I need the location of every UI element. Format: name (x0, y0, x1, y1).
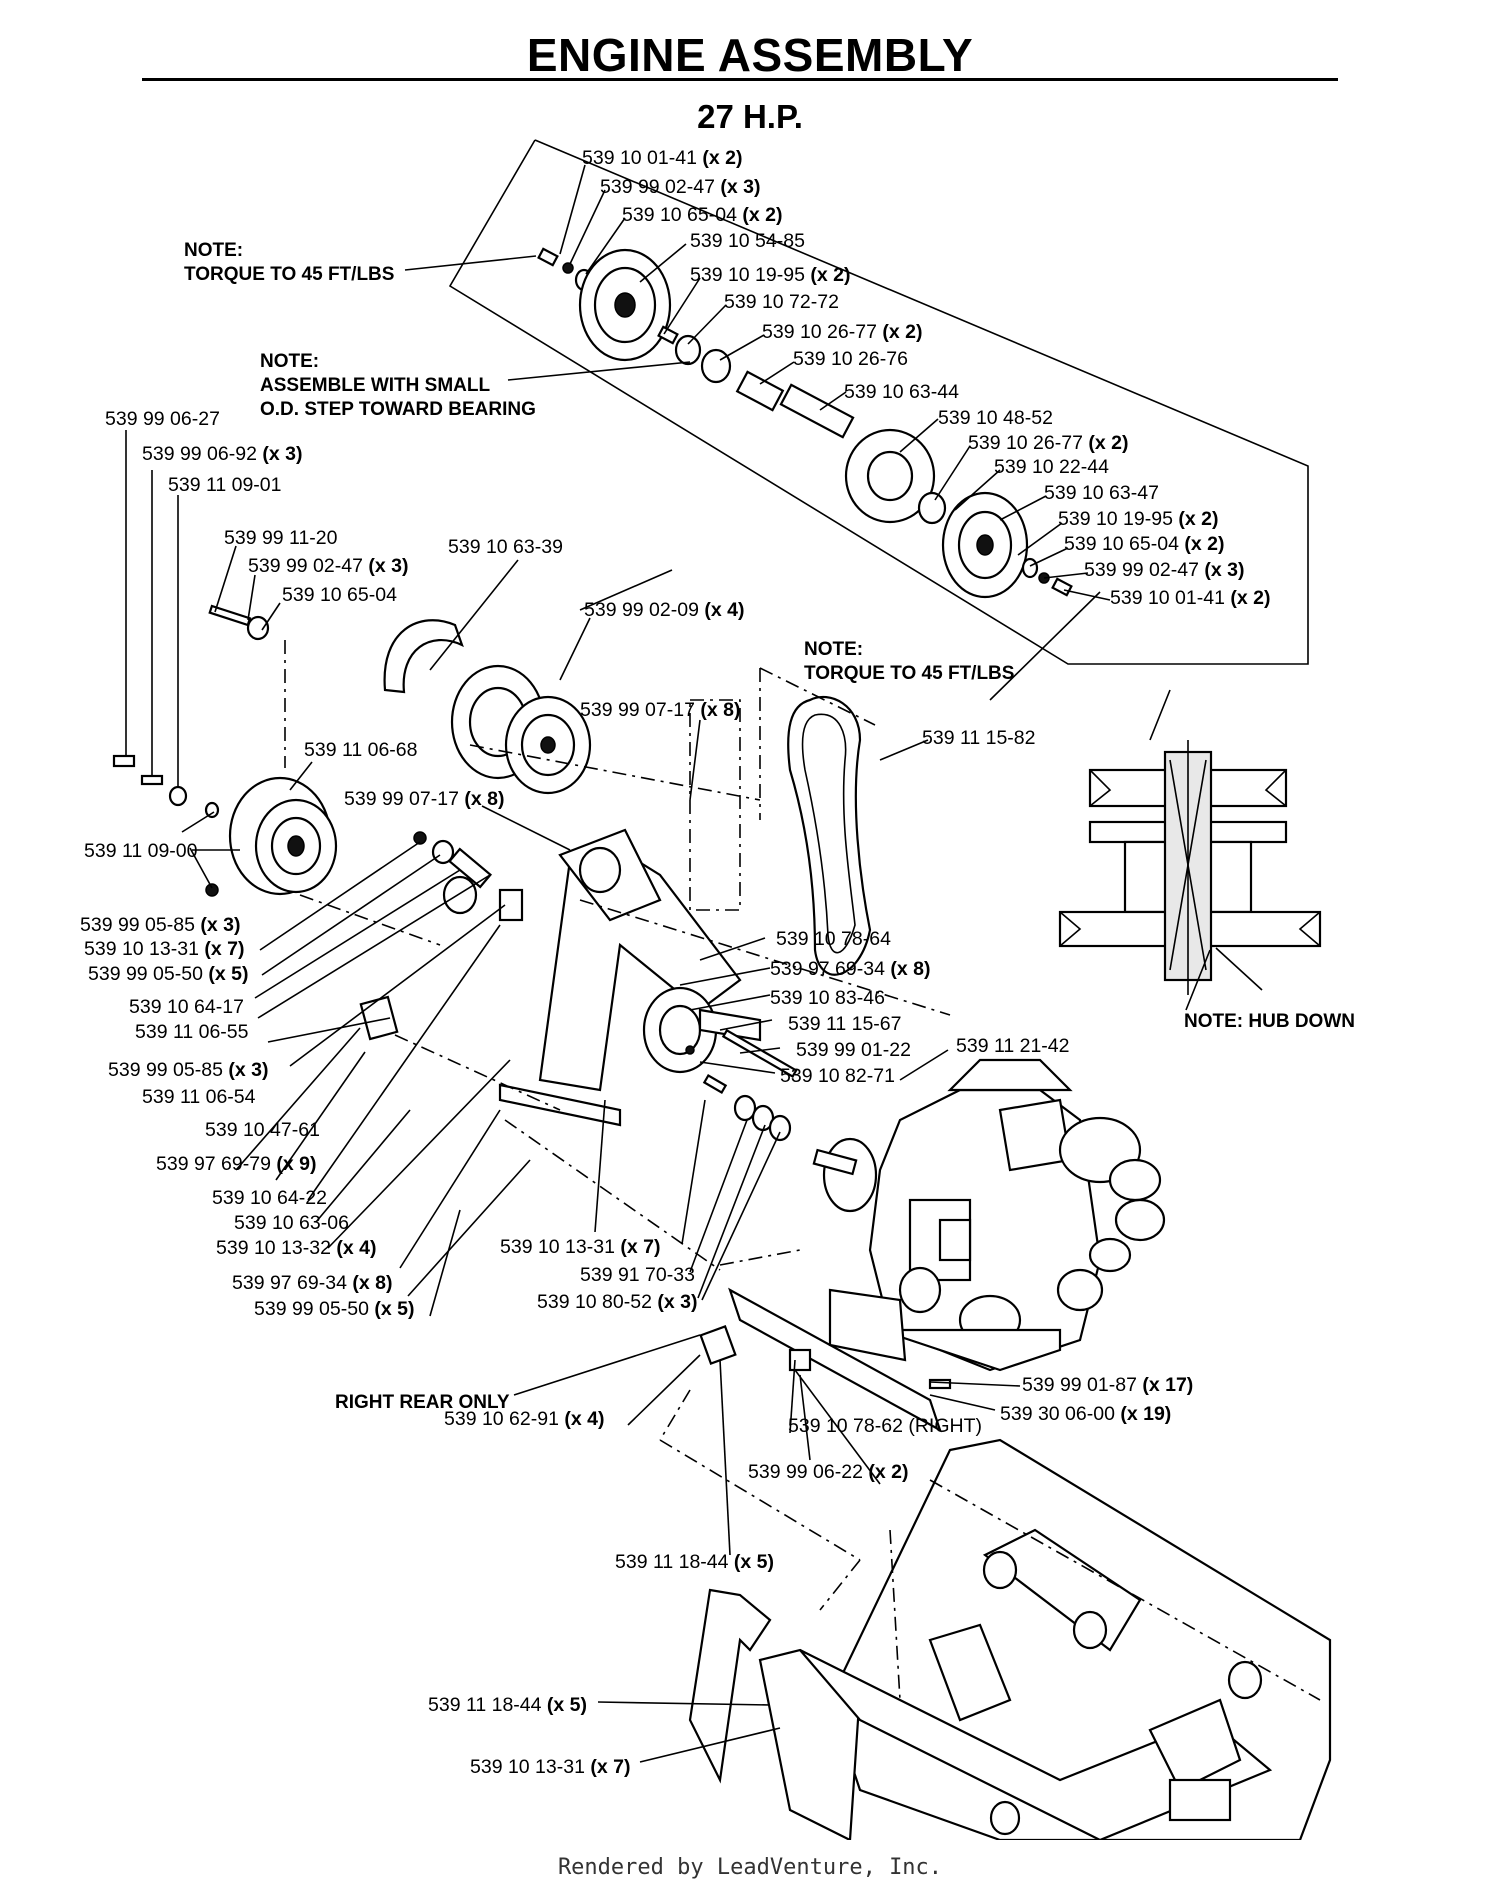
callout[interactable]: 539 99 05-85 (x 3) (108, 1059, 268, 1081)
note-torque-top-heading: NOTE: (184, 240, 243, 261)
callout[interactable]: 539 11 15-67 (788, 1013, 902, 1035)
exploded-view-diagram: NOTE: TORQUE TO 45 FT/LBS NOTE: ASSEMBLE… (80, 139, 1355, 1840)
callout[interactable]: 539 10 63-06 (234, 1212, 349, 1234)
callout[interactable]: 539 10 01-41 (x 2) (582, 147, 742, 169)
callout[interactable]: 539 10 63-44 (844, 381, 959, 403)
callout[interactable]: 539 99 06-27 (105, 408, 220, 430)
callout[interactable]: 539 10 13-31 (x 7) (84, 938, 244, 960)
callout[interactable]: 539 10 62-91 (x 4) (444, 1408, 604, 1430)
callout[interactable]: 539 10 64-22 (212, 1187, 327, 1209)
callout[interactable]: 539 10 26-76 (793, 348, 908, 370)
callout[interactable]: 539 99 11-20 (224, 527, 338, 549)
callout[interactable]: 539 10 13-31 (x 7) (470, 1756, 630, 1778)
callout[interactable]: 539 10 83-46 (770, 987, 885, 1009)
callout[interactable]: 539 11 21-42 (956, 1035, 1070, 1057)
hub-cross-section (1058, 689, 1322, 995)
callout[interactable]: 539 10 13-32 (x 4) (216, 1237, 376, 1259)
callout[interactable]: 539 10 13-31 (x 7) (500, 1236, 660, 1258)
clutch-assembly (112, 430, 338, 897)
callout[interactable]: 539 10 78-64 (776, 928, 891, 950)
callout[interactable]: 539 99 07-17 (x 8) (344, 788, 504, 810)
callout[interactable]: 539 10 63-47 (1044, 482, 1159, 504)
callout[interactable]: 539 99 01-22 (796, 1039, 911, 1061)
callout[interactable]: 539 99 07-17 (x 8) (580, 699, 740, 721)
callout[interactable]: 539 10 64-17 (129, 996, 244, 1018)
note-hub-down: NOTE: HUB DOWN (1184, 1011, 1355, 1032)
callout[interactable]: 539 10 19-95 (x 2) (1058, 508, 1218, 530)
part-callouts: 539 10 01-41 (x 2) 539 99 02-47 (x 3) 53… (80, 147, 1270, 1778)
callout[interactable]: 539 97 69-34 (x 8) (770, 958, 930, 980)
leader-lines (181, 164, 1211, 1763)
callout[interactable]: 539 99 02-09 (x 4) (584, 599, 744, 621)
callout[interactable]: 539 11 15-82 (922, 727, 1036, 749)
callout[interactable]: 539 99 05-85 (x 3) (80, 914, 240, 936)
callout[interactable]: 539 10 80-52 (x 3) (537, 1291, 697, 1313)
note-right-rear-only: RIGHT REAR ONLY (335, 1392, 510, 1413)
callout[interactable]: 539 99 06-22 (x 2) (748, 1461, 908, 1483)
callout[interactable]: 539 10 26-77 (x 2) (968, 432, 1128, 454)
callout[interactable]: 539 11 18-44 (x 5) (615, 1551, 774, 1573)
callout[interactable]: 539 11 06-55 (135, 1021, 249, 1043)
callout[interactable]: 539 10 65-04 (x 2) (1064, 533, 1224, 555)
callout[interactable]: 539 11 09-00 (84, 840, 198, 862)
footer-credit: Rendered by LeadVenture, Inc. (557, 1855, 943, 1880)
upper-pulley-assembly (537, 247, 1073, 599)
idler-pulleys (450, 664, 592, 795)
callout[interactable]: 539 10 48-52 (938, 407, 1053, 429)
note-torque-top-text: TORQUE TO 45 FT/LBS (184, 264, 394, 285)
callout[interactable]: 539 97 69-34 (x 8) (232, 1272, 392, 1294)
callout[interactable]: 539 99 01-87 (x 17) (1022, 1374, 1193, 1396)
callout[interactable]: 539 11 06-68 (304, 739, 418, 761)
belt-shield (689, 699, 741, 911)
callout[interactable]: 539 99 05-50 (x 5) (88, 963, 248, 985)
note-torque-mid-text: TORQUE TO 45 FT/LBS (804, 663, 1014, 684)
title-rule (142, 78, 1338, 81)
callout[interactable]: 539 10 65-04 (x 2) (622, 204, 782, 226)
callout[interactable]: 539 10 78-62 (RIGHT) (788, 1415, 982, 1437)
callout[interactable]: 539 30 06-00 (x 19) (1000, 1403, 1171, 1425)
page-title: ENGINE ASSEMBLY (526, 29, 974, 81)
note-assemble-heading: NOTE: (260, 351, 319, 372)
callout[interactable]: 539 10 26-77 (x 2) (762, 321, 922, 343)
callout[interactable]: 539 10 65-04 (282, 584, 397, 606)
chassis-frame (688, 1438, 1332, 1840)
spacer-washers (702, 1074, 878, 1213)
callout[interactable]: 539 10 54-85 (690, 230, 805, 252)
callout[interactable]: 539 11 06-54 (142, 1086, 256, 1108)
callout[interactable]: 539 10 47-61 (205, 1119, 320, 1141)
callout[interactable]: 539 10 19-95 (x 2) (690, 264, 850, 286)
callout[interactable]: 539 99 02-47 (x 3) (248, 555, 408, 577)
callout[interactable]: 539 10 63-39 (448, 536, 563, 558)
side-rail (659, 1249, 952, 1611)
callout[interactable]: 539 99 06-92 (x 3) (142, 443, 302, 465)
mounting-bracket (359, 828, 798, 1127)
drive-belt-small (383, 619, 464, 694)
callout[interactable]: 539 10 82-71 (780, 1065, 895, 1087)
callout[interactable]: 539 99 02-47 (x 3) (1084, 559, 1244, 581)
note-torque-mid-heading: NOTE: (804, 639, 863, 660)
callout[interactable]: 539 99 05-50 (x 5) (254, 1298, 414, 1320)
note-assemble-line1: ASSEMBLE WITH SMALL (260, 375, 490, 396)
callout[interactable]: 539 10 22-44 (994, 456, 1109, 478)
callout[interactable]: 539 10 01-41 (x 2) (1110, 587, 1270, 609)
inset-frame (448, 139, 1309, 665)
callout[interactable]: 539 97 69-79 (x 9) (156, 1153, 316, 1175)
callout[interactable]: 539 91 70-33 (580, 1264, 695, 1286)
engine-block (868, 1058, 1166, 1372)
page-subtitle: 27 H.P. (697, 98, 803, 135)
callout[interactable]: 539 11 09-01 (168, 474, 282, 496)
drive-belt-long (787, 695, 872, 976)
note-assemble-line2: O.D. STEP TOWARD BEARING (260, 399, 536, 420)
callout[interactable]: 539 10 72-72 (724, 291, 839, 313)
callout[interactable]: 539 11 18-44 (x 5) (428, 1694, 587, 1716)
callout[interactable]: 539 99 02-47 (x 3) (600, 176, 760, 198)
